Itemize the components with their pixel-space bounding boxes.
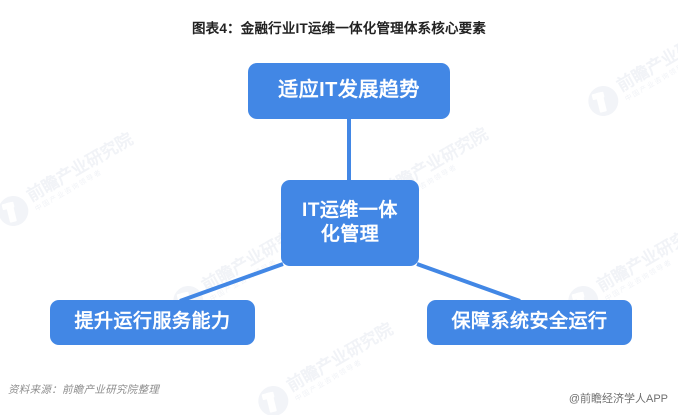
node-it-ops-integrated-management[interactable]: IT运维一体 化管理: [281, 180, 419, 266]
brand-credit: @前瞻经济学人APP: [568, 393, 668, 405]
node-improve-service-capability[interactable]: 提升运行服务能力: [50, 300, 255, 345]
node-center-line2: 化管理: [320, 224, 380, 245]
node-center-label: IT运维一体 化管理: [302, 199, 398, 248]
connector-center-to-left: [179, 262, 284, 303]
node-center-line1: IT运维一体: [302, 199, 398, 221]
node-adapt-it-trends[interactable]: 适应IT发展趋势: [248, 63, 450, 119]
source-note: 资料来源：前瞻产业研究院整理: [8, 384, 160, 396]
connector-center-to-right: [416, 262, 521, 303]
chart-title: 图表4：金融行业IT运维一体化管理体系核心要素: [191, 21, 487, 36]
node-ensure-system-security[interactable]: 保障系统安全运行: [427, 300, 632, 345]
